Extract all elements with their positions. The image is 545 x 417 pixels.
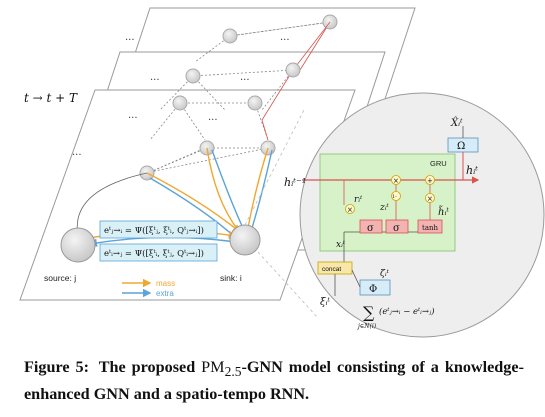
caption-text-before: The proposed bbox=[98, 358, 202, 376]
one-minus-gate bbox=[391, 191, 401, 201]
graph-node bbox=[172, 95, 188, 111]
source-label: source: j bbox=[44, 273, 76, 283]
ellipsis-text: ... bbox=[72, 147, 82, 158]
legend: mass extra bbox=[122, 278, 175, 298]
mult-gate-sign: × bbox=[427, 195, 433, 203]
model-figure: ... ... ... ... t → t + T ... ... ... bbox=[19, 7, 545, 338]
layer-back-graph bbox=[194, 20, 331, 71]
sink-label: sink: i bbox=[220, 273, 242, 283]
sink-node bbox=[229, 224, 261, 256]
graph-node bbox=[222, 28, 238, 44]
ellipsis-text: ... bbox=[240, 72, 250, 83]
x-t-label: xᵢᵗ bbox=[336, 240, 346, 250]
edge-equation-2: eᵗᵢ→ⱼ = Ψ([ξᵗᵢ, ξᵗⱼ, Qᵗᵢ→ⱼ]) bbox=[104, 248, 204, 259]
ellipsis-text: ... bbox=[125, 32, 135, 43]
sum-symbol: ∑ bbox=[363, 303, 375, 322]
xi-t-label: ξᵢᵗ bbox=[320, 297, 331, 308]
plus-gate-sign: + bbox=[427, 177, 433, 185]
time-window-label: t → t + T bbox=[24, 91, 78, 105]
graph-node bbox=[285, 62, 301, 78]
mult-gate-sign: × bbox=[393, 177, 399, 185]
legend-item-2: extra bbox=[156, 289, 174, 298]
phi-box bbox=[359, 279, 391, 296]
ellipsis-text: ... bbox=[128, 110, 138, 121]
omega-label: Ω bbox=[457, 141, 465, 152]
tanh-label: tanh bbox=[422, 224, 438, 232]
one-minus-sign: 1- bbox=[392, 194, 397, 200]
z-t-label: zᵢᵗ bbox=[379, 203, 390, 213]
ellipsis-text: ... bbox=[280, 32, 290, 43]
equation-box-1 bbox=[99, 220, 218, 239]
mult-gate bbox=[425, 193, 435, 203]
figure-number: Figure 5: bbox=[24, 358, 90, 376]
tanh-box bbox=[417, 219, 443, 234]
pm-subscript: 2.5 bbox=[224, 364, 242, 380]
phi-label: Φ bbox=[369, 284, 377, 295]
graph-node bbox=[185, 68, 201, 84]
sum-subscript: j∈N(i) bbox=[356, 323, 377, 330]
figure-caption: Figure 5: The proposed PM2.5-GNN model c… bbox=[24, 356, 524, 406]
mult-gate bbox=[345, 204, 355, 214]
gru-box bbox=[319, 153, 456, 252]
graph-node bbox=[247, 95, 263, 111]
mult-gate-sign: × bbox=[347, 206, 353, 214]
sigma-box-1 bbox=[359, 219, 383, 234]
equation-box-2 bbox=[99, 243, 218, 262]
sigma-label-1: σ bbox=[367, 223, 374, 234]
ellipsis-text: ... bbox=[208, 112, 218, 123]
caption-text-after: -GNN model consisting of a knowledge-enh… bbox=[24, 358, 524, 404]
h-prev-label: hᵢᵗ⁻¹ bbox=[284, 176, 306, 189]
ellipsis-text: ... bbox=[150, 72, 160, 83]
r-t-label: rᵢᵗ bbox=[354, 195, 363, 205]
mult-gate bbox=[391, 175, 401, 185]
legend-item-1: mass bbox=[156, 279, 175, 288]
sigma-box-2 bbox=[385, 219, 409, 234]
plus-gate bbox=[425, 175, 435, 185]
sigma-label-2: σ bbox=[393, 223, 400, 234]
h-t-label: hᵢᵗ bbox=[466, 164, 478, 177]
zeta-t-label: ζᵢᵗ bbox=[380, 269, 390, 279]
edge-equations: eᵗⱼ→ᵢ = Ψ([ξᵗⱼ, ξᵗᵢ, Qᵗⱼ→ᵢ]) eᵗᵢ→ⱼ = Ψ([… bbox=[99, 220, 218, 262]
edge-equation-1: eᵗⱼ→ᵢ = Ψ([ξᵗⱼ, ξᵗᵢ, Qᵗⱼ→ᵢ]) bbox=[104, 225, 204, 236]
pm-main: PM bbox=[201, 358, 225, 376]
gru-label: GRU bbox=[430, 159, 447, 168]
concat-label: concat bbox=[322, 266, 341, 273]
h-tilde-label: h̃ᵢᵗ bbox=[438, 206, 449, 218]
sum-expression: (eᵗⱼ→ᵢ − eᵗᵢ→ⱼ) bbox=[379, 306, 435, 317]
x-hat-label: X̂ᵢᵗ bbox=[450, 117, 463, 129]
rnn-zoom: GRU hᵢᵗ⁻¹ hᵢᵗ Ω X̂ᵢᵗ × × + 1- × σ σ tanh… bbox=[284, 92, 545, 338]
source-node bbox=[60, 227, 96, 263]
layer-middle-graph bbox=[159, 21, 331, 121]
